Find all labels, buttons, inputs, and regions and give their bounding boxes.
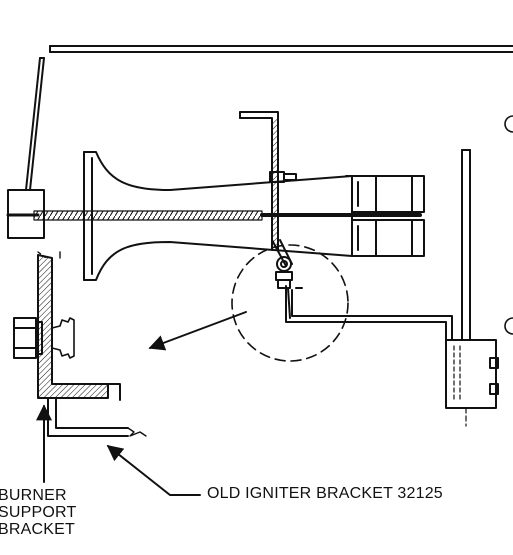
housing-top-panel xyxy=(25,45,513,191)
right-mount-rod xyxy=(445,149,499,427)
burner-label-line-1: BURNER xyxy=(0,487,67,504)
detail-callout-circle xyxy=(231,244,349,362)
old-igniter-bracket-label: OLD IGNITER BRACKET 32125 xyxy=(207,485,443,502)
burner-nozzle xyxy=(351,175,425,257)
burner-body xyxy=(83,151,353,281)
old-igniter-bracket xyxy=(239,111,453,341)
threaded-rod xyxy=(6,210,422,221)
burner-label-line-3: BRACKET xyxy=(0,521,75,538)
burner-support-bracket-label: BURNER SUPPORT BRACKET xyxy=(0,487,76,538)
igniter-bracket-leader xyxy=(106,445,201,496)
edge-arc-bottom xyxy=(504,317,513,335)
edge-arc-top xyxy=(504,115,513,133)
hex-nut xyxy=(13,317,43,359)
burner-support-bracket xyxy=(37,251,121,401)
burner-label-line-2: SUPPORT xyxy=(0,504,77,521)
old-igniter-bracket-extension xyxy=(47,397,147,437)
ceramic-insulator xyxy=(51,317,75,359)
detail-arrow xyxy=(148,311,247,351)
